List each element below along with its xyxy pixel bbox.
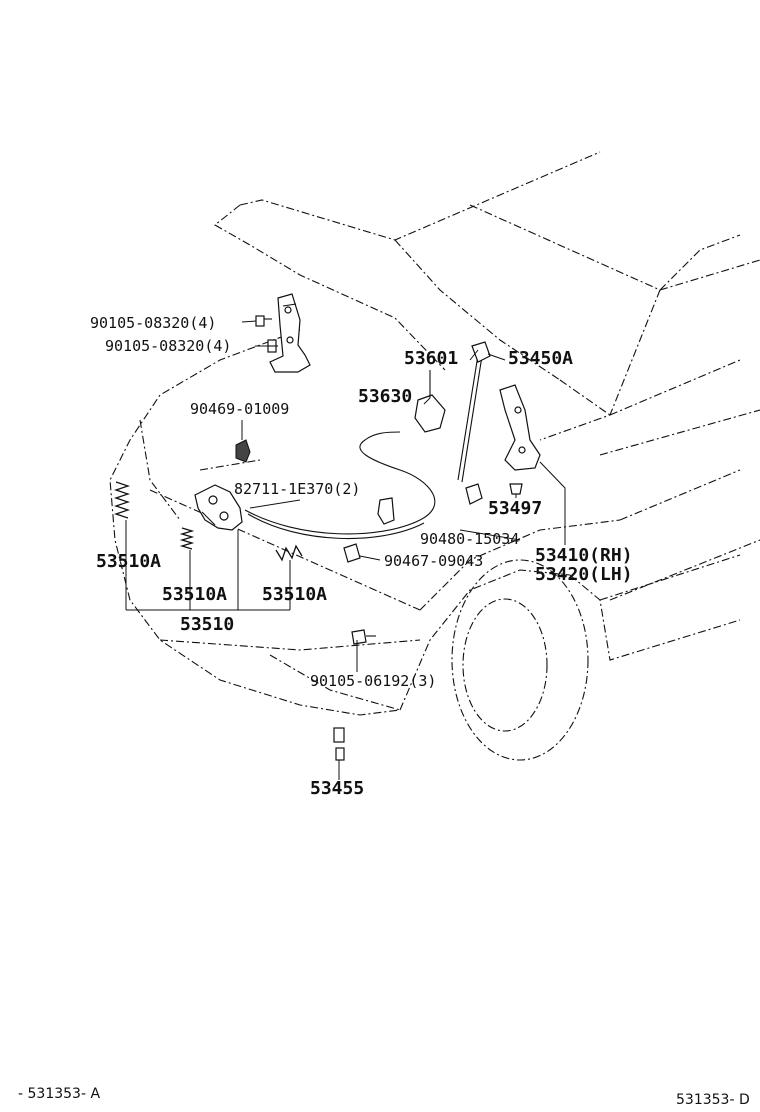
part-label-90105-08320-upper: 90105-08320(4) [90, 314, 216, 332]
part-label-53455: 53455 [310, 778, 364, 799]
part-label-90105-08320-lower: 90105-08320(4) [105, 337, 231, 355]
cable-guide [377, 497, 395, 525]
cable-clamp [343, 543, 361, 563]
part-label-53601: 53601 [404, 348, 458, 369]
part-label-90480-15034: 90480-15034 [420, 530, 519, 548]
hood-support-rod [457, 341, 491, 483]
retainer-clip [235, 439, 251, 463]
spring-right [275, 544, 303, 562]
release-cable [244, 431, 436, 540]
part-label-53420-lh: 53420(LH) [535, 564, 633, 585]
vehicle-outline [109, 151, 760, 761]
bolt-lower-left [267, 339, 278, 353]
cushion-53497 [509, 483, 523, 495]
spring-left [113, 481, 131, 519]
bolt-90105-06192 [351, 629, 376, 645]
part-label-90469-01009: 90469-01009 [190, 400, 289, 418]
part-label-90467-09043: 90467-09043 [384, 552, 483, 570]
part-label-90105-06192: 90105-06192(3) [310, 672, 436, 690]
part-label-53510: 53510 [180, 614, 234, 635]
part-label-53630: 53630 [358, 386, 412, 407]
stay-53455 [333, 727, 345, 761]
hood-lock-assembly [194, 484, 243, 531]
part-label-53510A-right: 53510A [262, 584, 327, 605]
hood-hinge-left [269, 293, 311, 373]
part-label-53510A-center: 53510A [162, 584, 227, 605]
figure-ref-right: 531353- D [676, 1092, 750, 1108]
hold-open-clamp [465, 483, 483, 505]
hood-hinge-right [499, 384, 541, 471]
figure-ref-left: - 531353- A [18, 1086, 100, 1102]
release-lever [414, 370, 446, 433]
part-label-53497: 53497 [488, 498, 542, 519]
spring-center [179, 527, 195, 550]
part-label-53450A: 53450A [508, 348, 573, 369]
part-label-53410-rh: 53410(RH) [535, 545, 633, 566]
leader-lines [125, 320, 566, 780]
part-label-53510A-left: 53510A [96, 551, 161, 572]
part-label-82711-1E370: 82711-1E370(2) [234, 480, 360, 498]
bolt-upper-left [255, 315, 272, 327]
